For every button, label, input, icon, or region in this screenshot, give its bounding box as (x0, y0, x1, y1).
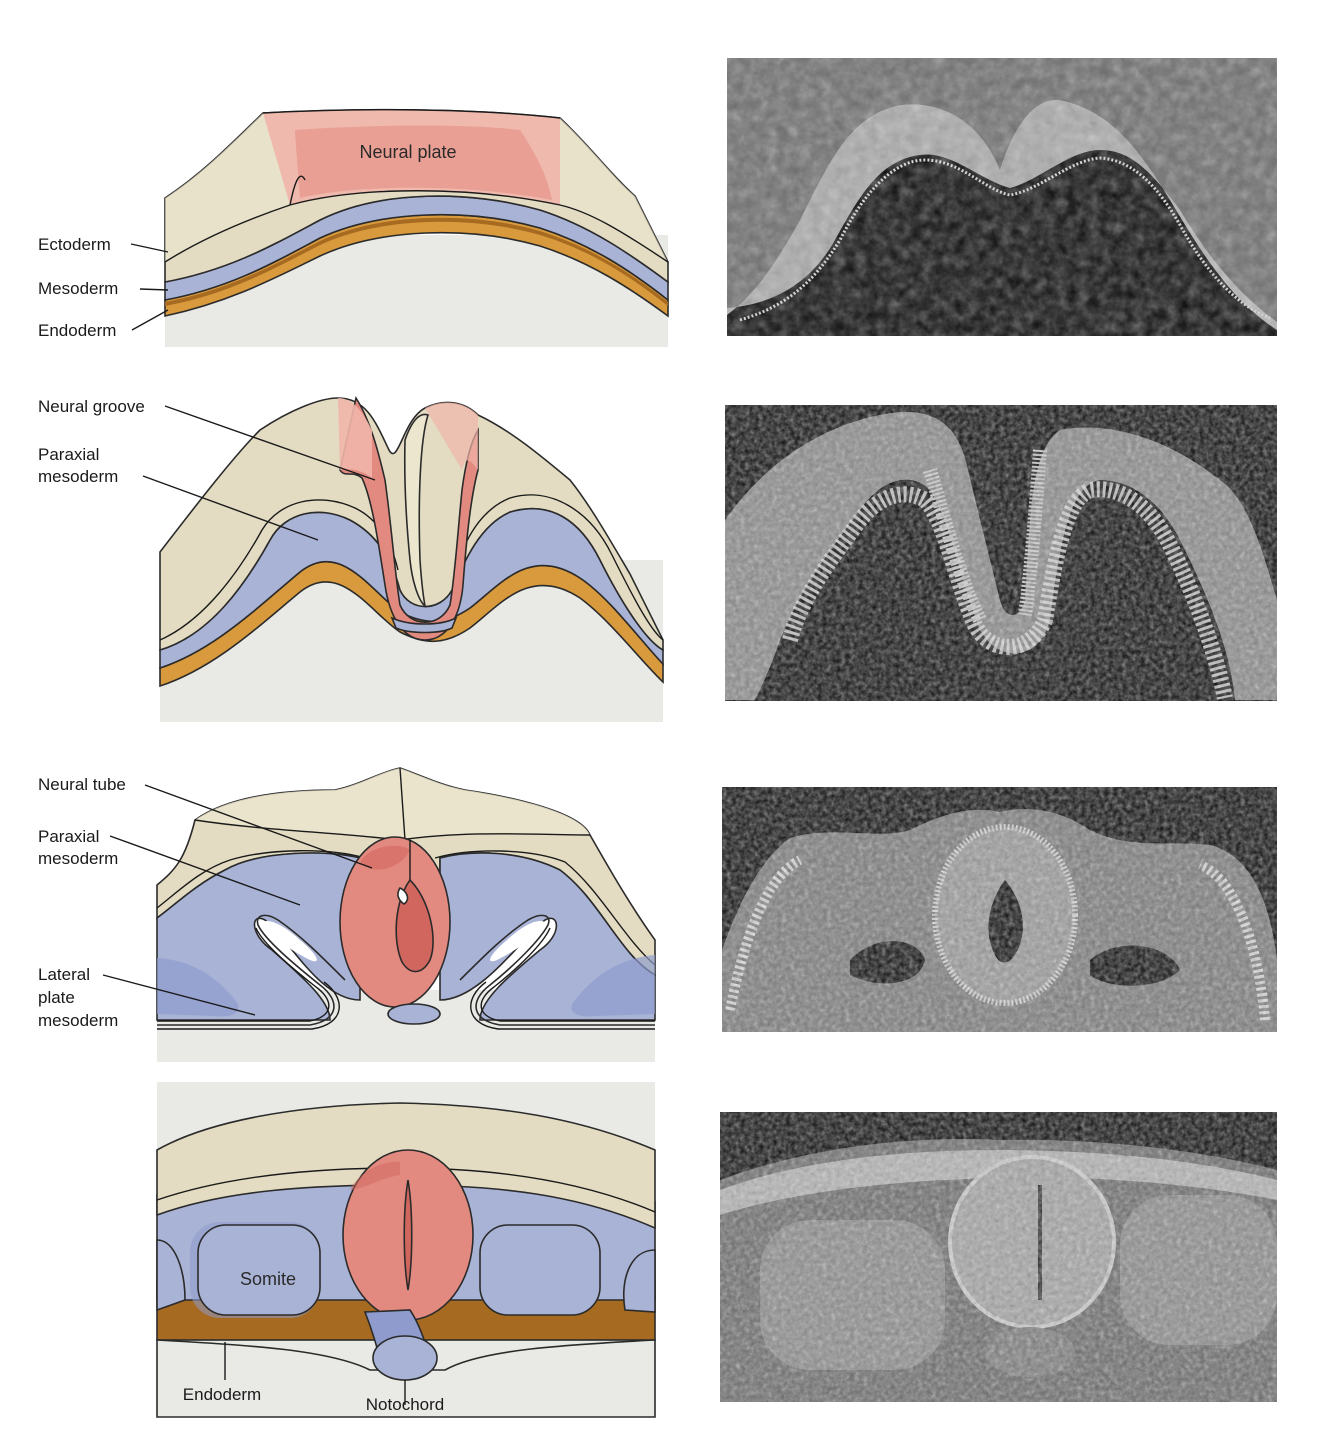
label-lateral-plate-c: mesoderm (38, 1011, 118, 1030)
neural-canal (403, 1179, 413, 1291)
notochord-precursor (390, 616, 458, 634)
label-neural-tube: Neural tube (38, 775, 126, 794)
label-endoderm-4: Endoderm (183, 1385, 261, 1404)
leader-paraxial-mesoderm-2 (142, 475, 319, 541)
panel-3-labels: Neural tube Paraxial mesoderm Lateral pl… (38, 775, 373, 1030)
notochord (372, 1335, 438, 1381)
leader-lateral-plate (102, 974, 256, 1016)
lateral-plate-fold-right (459, 914, 656, 1026)
panel-4-somite-diagram (156, 1082, 656, 1418)
label-notochord: Notochord (366, 1395, 444, 1414)
label-paraxial-mesoderm-3b: mesoderm (38, 849, 118, 868)
label-ectoderm: Ectoderm (38, 235, 111, 254)
groove-cleft (403, 413, 429, 609)
panel-2-neural-groove-diagram (159, 395, 664, 722)
lateral-plate-fold-left (156, 914, 346, 1026)
leader-ectoderm (130, 243, 169, 253)
label-neural-plate: Neural plate (359, 142, 456, 162)
panel-4-labels: Somite Endoderm Notochord (183, 1269, 444, 1414)
label-somite: Somite (240, 1269, 296, 1289)
coelom-right (490, 920, 545, 962)
somite-right (479, 1224, 601, 1316)
notochord (387, 1003, 441, 1025)
label-paraxial-mesoderm-2a: Paraxial (38, 445, 99, 464)
micrograph-1-neural-plate (727, 58, 1277, 336)
panel-1-labels: Neural plate Ectoderm Mesoderm Endoderm (38, 142, 457, 340)
leader-neural-groove (164, 405, 376, 481)
panel-3-neural-tube-diagram (156, 767, 656, 1062)
micrograph-2-neural-groove (725, 405, 1277, 701)
leader-paraxial-mesoderm-3 (109, 835, 301, 906)
label-lateral-plate-b: plate (38, 988, 75, 1007)
neural-crest (360, 845, 410, 870)
leader-mesoderm (139, 288, 169, 291)
label-neural-groove: Neural groove (38, 397, 145, 416)
leader-neural-tube (144, 784, 373, 869)
label-endoderm-1: Endoderm (38, 321, 116, 340)
coelom-left (262, 920, 317, 962)
leader-endoderm-1 (131, 309, 169, 331)
label-lateral-plate-a: Lateral (38, 965, 90, 984)
label-paraxial-mesoderm-3a: Paraxial (38, 827, 99, 846)
label-paraxial-mesoderm-2b: mesoderm (38, 467, 118, 486)
micrograph-4-somite (720, 1112, 1277, 1402)
panel-2-labels: Neural groove Paraxial mesoderm (38, 397, 376, 541)
panel-1-neural-plate-diagram (164, 108, 669, 347)
label-mesoderm: Mesoderm (38, 279, 118, 298)
micrograph-3-neural-tube (722, 787, 1277, 1032)
